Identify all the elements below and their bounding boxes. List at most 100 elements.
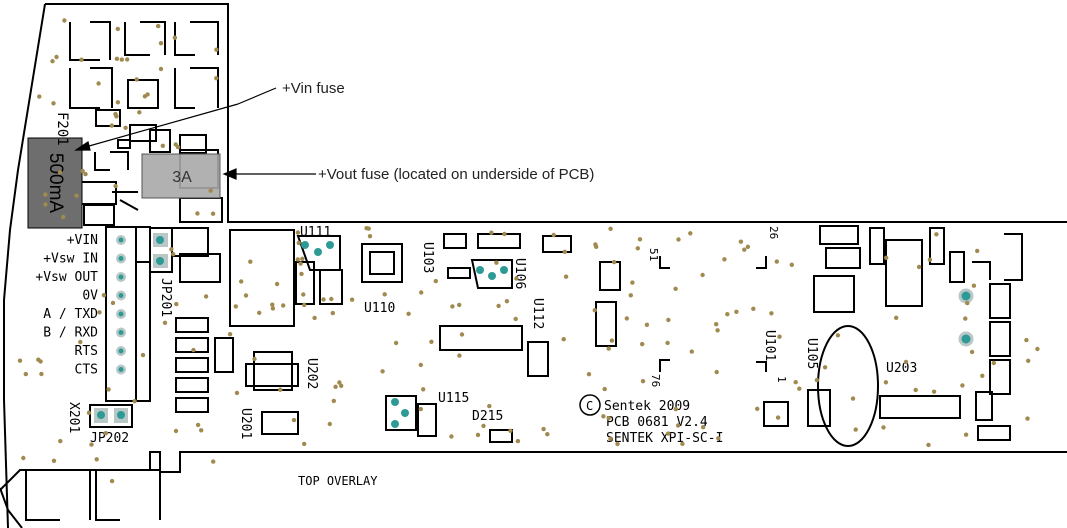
via-dot [115, 26, 121, 32]
via-dot [457, 302, 462, 308]
via-dot [300, 256, 305, 261]
via-dot [515, 438, 521, 444]
via-dot [688, 231, 693, 236]
via-dot [110, 300, 116, 306]
via-dot [609, 338, 615, 343]
u112-label: U112 [530, 298, 545, 329]
via-dot [37, 94, 42, 99]
via-dot [1025, 416, 1030, 421]
via-dot [606, 346, 611, 351]
via-dot [210, 211, 216, 216]
via-dot [195, 422, 201, 428]
via-dot [61, 214, 66, 220]
via-dot [109, 123, 115, 128]
u202-label: U202 [304, 358, 319, 389]
via-dot [299, 271, 304, 277]
via-dot [199, 428, 204, 433]
vin-fuse-value: 500mA [45, 153, 66, 214]
via-dot [793, 380, 798, 385]
product-text: SENTEK XPI-SC-I [606, 431, 723, 446]
via-dot [714, 369, 719, 375]
via-dot [755, 406, 760, 411]
via-dot [715, 328, 720, 333]
via-dot [337, 380, 342, 385]
via-dot [775, 415, 781, 420]
connector-pin-label: B / RXD [43, 326, 98, 341]
via-dot [853, 427, 858, 432]
via-dot [158, 41, 164, 46]
via-dot [367, 234, 373, 239]
via-dot [673, 286, 678, 291]
connector-pad-hole [118, 330, 124, 335]
via-dot [881, 425, 886, 430]
via-dot [174, 301, 179, 307]
via-dot [380, 369, 385, 374]
connector-pin-label: +Vsw IN [43, 252, 98, 267]
via-dot [39, 371, 44, 377]
via-dot [725, 312, 730, 317]
central-footprints [229, 225, 1023, 447]
via-dot [884, 255, 889, 260]
via-dot [274, 281, 280, 287]
via-dot [106, 387, 111, 392]
qfp-corner-marks [659, 256, 767, 372]
jp201-label: JP201 [158, 278, 173, 317]
u201-label: U201 [238, 408, 253, 439]
via-dot [248, 259, 253, 264]
via-dot [54, 54, 59, 60]
via-dot [745, 244, 751, 249]
via-dot [508, 428, 513, 433]
via-dot [716, 436, 721, 441]
u203-label: U203 [886, 361, 917, 376]
via-dot [233, 304, 238, 309]
via-dot [302, 441, 307, 447]
u101-label: U101 [762, 330, 777, 361]
via-dot [926, 442, 931, 448]
via-dot [298, 261, 303, 266]
via-dot [169, 247, 174, 252]
via-dot [96, 81, 101, 86]
u106-label: U106 [512, 258, 527, 289]
via-dot [208, 188, 213, 193]
via-dot [339, 383, 344, 388]
via-dot [211, 459, 216, 464]
via-dot [673, 406, 678, 412]
connector-pin-label: CTS [75, 363, 98, 378]
via-dot [421, 387, 426, 392]
via-dot [171, 252, 176, 257]
via-dot [916, 264, 922, 270]
via-dot [312, 315, 317, 321]
bottom-left-footprints [25, 469, 161, 521]
via-dot [97, 310, 102, 315]
via-dot [366, 226, 371, 231]
connector-side [135, 226, 151, 402]
via-dot [74, 193, 79, 198]
pin-51-label: 51 [647, 248, 660, 261]
left-column-footprints [171, 227, 234, 413]
connector-pad-hole [118, 274, 124, 280]
via-dot [562, 249, 567, 254]
via-dot [51, 101, 56, 106]
jp201-hole [156, 257, 164, 265]
via-dot [541, 426, 546, 432]
via-dot [883, 380, 889, 385]
via-dot [963, 432, 969, 437]
via-dot [927, 257, 933, 262]
via-dot [257, 310, 262, 315]
u103-label: U103 [420, 242, 435, 273]
via-dot [252, 356, 257, 362]
via-dot [43, 192, 48, 197]
via-dot [125, 57, 130, 62]
via-dot [1026, 358, 1031, 363]
via-dot [295, 257, 300, 262]
via-dot [665, 340, 670, 346]
via-dot [459, 332, 465, 337]
via-dot [701, 425, 706, 430]
connector-pad-hole [118, 256, 124, 261]
u111-label: U111 [300, 225, 331, 240]
via-dot [475, 432, 481, 438]
via-dot [160, 143, 165, 148]
via-dot [86, 410, 92, 415]
via-dot [545, 432, 550, 437]
